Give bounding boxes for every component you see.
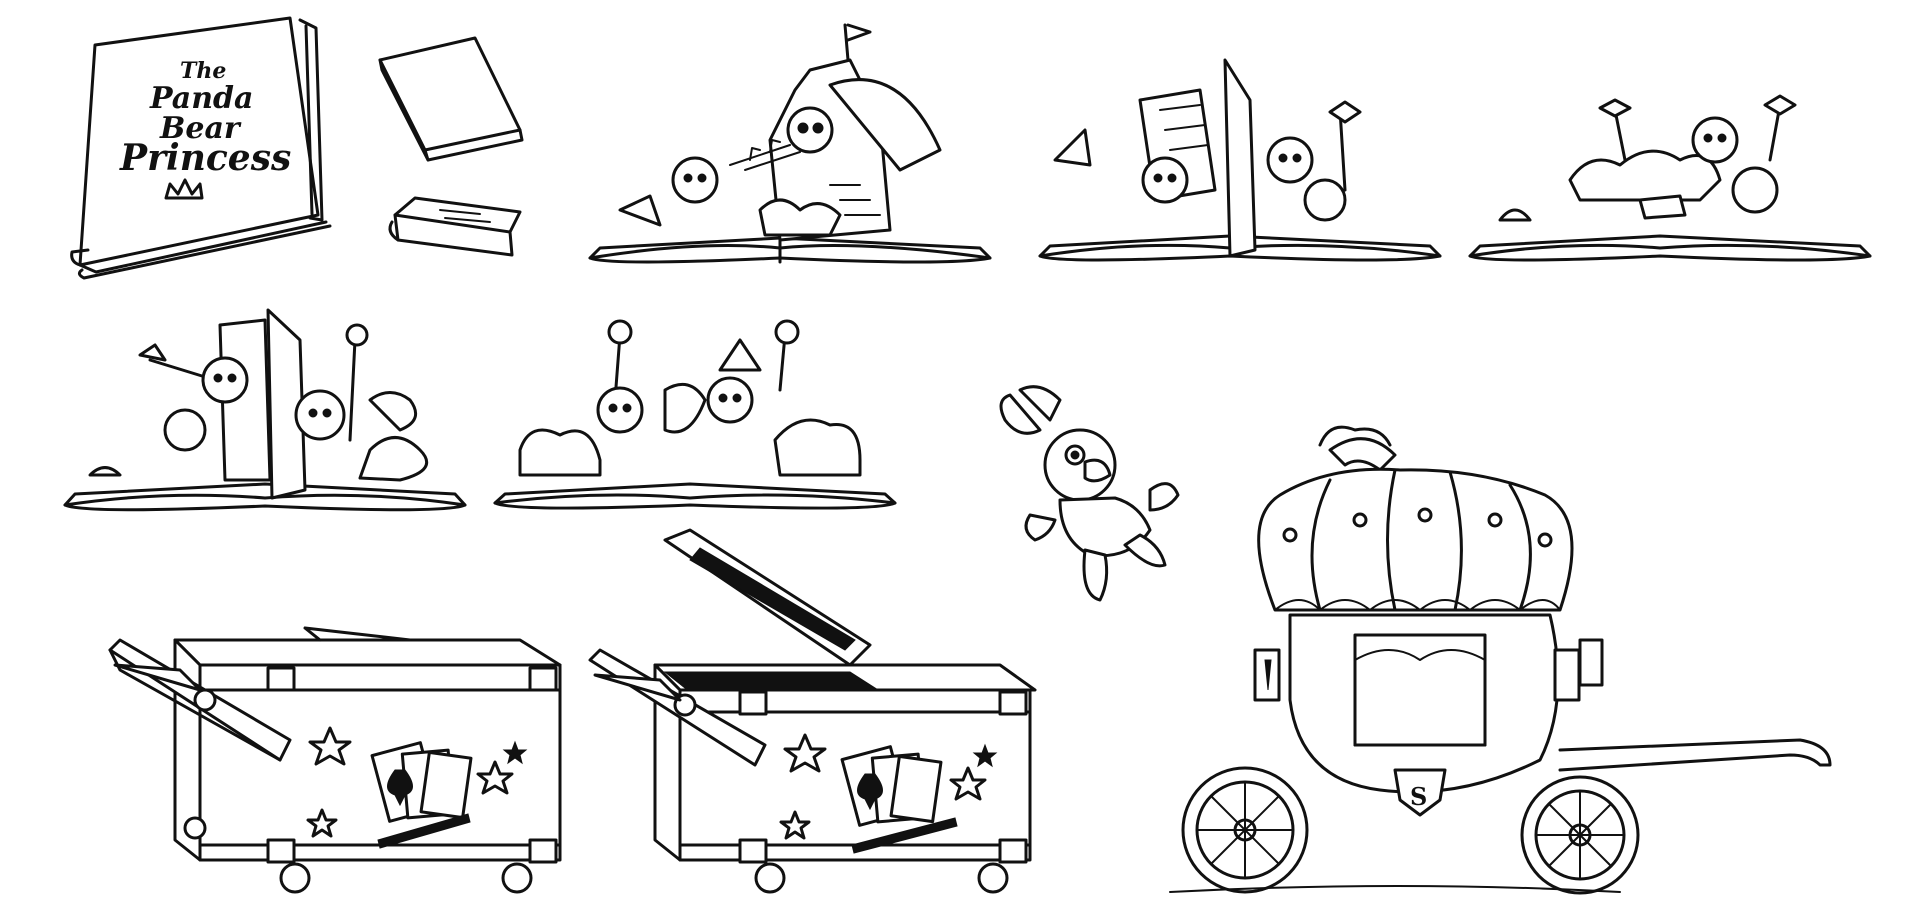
popup-book-music [1038, 58, 1442, 262]
magic-trunk-closed [108, 626, 562, 894]
star-icon [779, 733, 998, 840]
popup-book-princess [63, 308, 467, 512]
magic-wand-icon [851, 817, 958, 854]
book-title-line-2: Panda [149, 81, 253, 116]
book-closed-angled [378, 36, 524, 162]
ace-of-spades-icon [840, 745, 943, 827]
crown-icon [164, 178, 204, 200]
carriage-shield-letter: S [1410, 782, 1427, 811]
magic-trunk-open [588, 528, 1037, 894]
star-icon [306, 726, 528, 838]
flying-plush-character [999, 385, 1180, 602]
book-closed-flat [388, 196, 522, 257]
book-cover-front: The Panda Bear Princess [70, 16, 332, 280]
ace-of-spades-icon [370, 741, 473, 823]
book-title-line-3: Bear [159, 111, 242, 146]
popup-book-castle [588, 23, 992, 264]
book-title-line-1: The [180, 58, 226, 84]
pumpkin-carriage: S [1169, 425, 1832, 895]
magic-wand-icon [377, 813, 471, 849]
popup-book-forest [493, 319, 897, 510]
book-title-line-4: Princess [119, 137, 291, 179]
popup-book-garden [1468, 94, 1872, 262]
music-note-icon [749, 139, 781, 161]
